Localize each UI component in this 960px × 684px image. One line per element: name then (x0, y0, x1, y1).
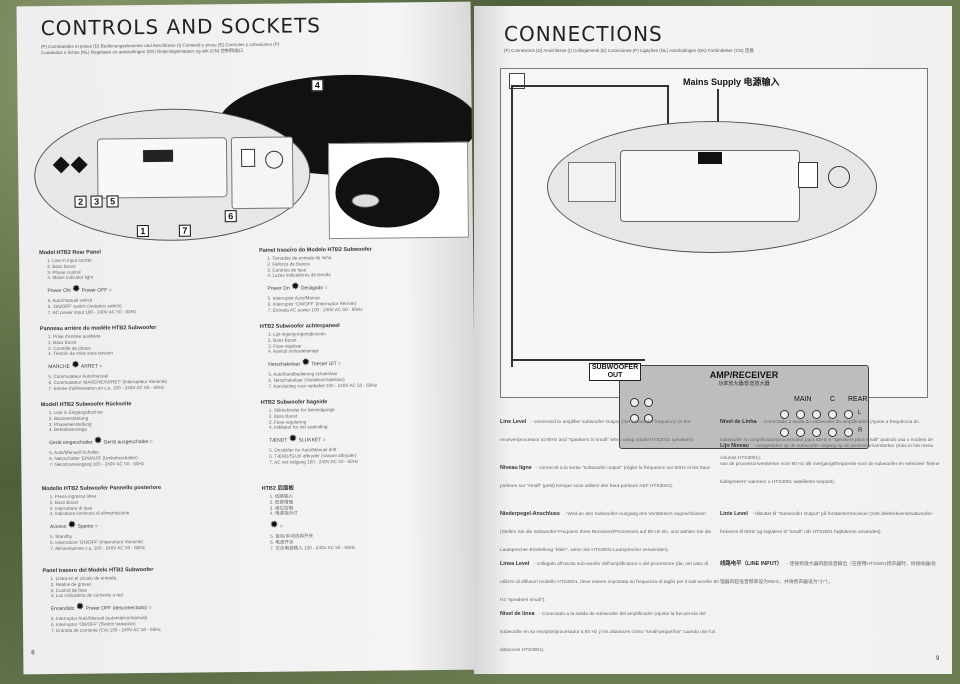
power-off-icon: ○ (94, 523, 98, 530)
power-on-icon: ✹ (288, 433, 298, 445)
section-english: Model HTB2 Rear Panel 1. Line in input s… (39, 249, 137, 315)
section-portuguese: Painel traseiro do Modelo HTB2 Subwoofer… (259, 246, 372, 313)
page-number: 8 (31, 650, 35, 657)
power-on-icon: ✹ (291, 281, 300, 293)
rear-panel-diagram (33, 107, 311, 243)
callout-1: 1 (136, 225, 149, 238)
subwoofer-inset (327, 141, 469, 240)
callout-7: 7 (178, 224, 191, 237)
amp-receiver: AMP/RECEIVER 功率放大器/影音放大器 MAIN C REAR L R (619, 365, 869, 449)
left-page: CONTROLS AND SOCKETS (P) Commandes et pr… (16, 1, 478, 675)
para-nl: Lijn Niveau - aangesloten op de subwoofe… (720, 443, 940, 485)
para-fr: Niveau ligne - connecté à la sortie "sub… (500, 465, 711, 489)
page-title: CONTROLS AND SOCKETS (40, 13, 322, 41)
callout-5: 5 (106, 195, 119, 208)
section-danish: HTB2 Subwoofer bagside 1. Stikforbinder … (260, 399, 359, 465)
section-italian: Modello HTB2 Subwoofer Pannello posterio… (41, 484, 162, 551)
para-dk: Linie Level - tilsluttet til "Subwoofer … (720, 511, 934, 535)
section-chinese: HTB2 后面板 1. 线路输入 2. 低音增强 3. 相位控制 4. 电源指示… (261, 485, 356, 551)
power-off-icon: ○ (324, 285, 328, 292)
page-subtitle: (P) Commandes et prises (D) Bedienungsel… (40, 41, 280, 56)
rear-panel-oval (547, 121, 877, 253)
callout-6: 6 (224, 210, 237, 223)
section-german: Modell HTB2 Subwoofer Rückseite 1. Line … (40, 401, 153, 467)
power-on-icon: ✹ (93, 435, 103, 447)
power-on-icon: ✹ (75, 601, 85, 613)
power-off-icon: ○ (322, 437, 326, 444)
power-on-icon: ✹ (301, 357, 311, 369)
power-off-icon: ○ (149, 439, 153, 446)
para-es: Nivel de línea - Conectado a la salida d… (500, 611, 716, 653)
para-it: Linea Level - collegato all'uscita sub-w… (500, 561, 719, 603)
power-off-icon: ○ (148, 605, 152, 612)
callout-2: 2 (74, 195, 87, 208)
section-spanish: Panel trasero del Modelo HTB2 Subwoofer … (42, 566, 161, 633)
para-pt: Nível de Linha - Conectado à saída do su… (720, 419, 933, 461)
right-page: CONNECTIONS (F) Connexions (D) Anschlüss… (474, 6, 952, 674)
section-dutch: HTB2 Subwoofer achterpaneel 1. Lijn-inga… (259, 323, 378, 389)
power-on-icon: ✹ (67, 519, 77, 532)
power-on-icon: ✹ (269, 519, 279, 531)
para-de: Niederpegel-Anschluss - Wird an den Subw… (500, 511, 712, 553)
page-subtitle: (F) Connexions (D) Anschlüsse (I) Colleg… (504, 48, 754, 53)
para-cn: 线路电平（LINE INPUT） - 连接到放大器的超低音输出（在使用HTS30… (720, 561, 936, 585)
page-title: CONNECTIONS (504, 22, 663, 46)
subwoofer-out-label: SUBWOOFER OUT (589, 363, 641, 381)
section-french: Panneau arrière du modèle HTB2 Subwoofer… (39, 324, 168, 391)
power-off-icon: ○ (337, 361, 341, 368)
callout-4: 4 (311, 79, 324, 92)
power-off-icon: ○ (108, 287, 112, 294)
power-on-icon: ✹ (71, 359, 80, 372)
power-on-icon: ✹ (71, 283, 81, 296)
para-en: Line Level - connected to amplifier subw… (500, 419, 695, 443)
connection-diagram: Mains Supply 电源输入 AMP/RECEIVER 功率放大器/影音放… (500, 68, 928, 449)
power-off-icon: ○ (99, 363, 103, 370)
callout-3: 3 (90, 195, 103, 208)
page-number: 9 (936, 656, 940, 662)
mains-supply-label: Mains Supply 电源输入 (683, 77, 780, 87)
power-off-icon: ○ (279, 523, 283, 530)
